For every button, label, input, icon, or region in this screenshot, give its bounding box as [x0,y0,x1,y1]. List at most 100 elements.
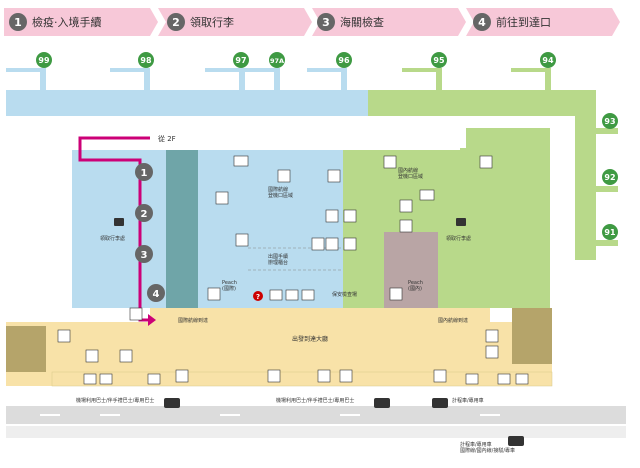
svg-text:3: 3 [141,250,148,261]
svg-text:97A: 97A [270,57,284,65]
taxi-icon [508,436,524,446]
taxi-icon [432,398,448,408]
escalator-icon [267,369,281,383]
svg-text:2: 2 [141,209,148,220]
gate-badge-97: 97 [233,52,249,68]
restroom-icon [57,329,71,343]
dom-concourse [368,90,596,260]
escalator-icon [277,169,291,183]
step-3-label: 海關檢查 [340,15,384,29]
arrival-lobby-label: 出發到達大廳 [292,335,328,343]
svg-text:92: 92 [604,173,615,182]
svg-text:97: 97 [235,56,246,65]
outer-building-right [512,308,552,364]
dom-gate-area-label: 國內航線登機口區域 [398,167,423,180]
wheelchair-icon [99,373,113,385]
elevator-icon [285,289,299,301]
baggage-claim-right-label: 領取行李處 [446,235,471,242]
smoking-icon [465,373,479,385]
dom-area [343,128,550,308]
svg-text:?: ? [256,293,260,301]
gate-badge-97a: 97A [269,52,285,68]
intl-gate-area-label: 國際航線登機口區域 [268,186,293,199]
customs-area [166,150,198,308]
step-3-number: 3 [322,16,330,29]
elevator-icon [399,219,413,233]
peach-dom-label: Peach(國內) [408,280,423,292]
restroom-icon [325,209,339,223]
restroom-icon [85,349,99,363]
escalator-icon [175,369,189,383]
restroom-icon [311,237,325,251]
outer-building-left [6,326,46,372]
bus-stop-left-label: 機場利用巴士/伴手禮巴士/專用巴士 [76,397,154,404]
gate-badge-98: 98 [138,52,154,68]
step-2-label: 領取行李 [190,15,234,29]
elevator-icon [399,199,413,213]
svg-text:1: 1 [141,168,148,179]
restroom-icon [343,209,357,223]
svg-text:99: 99 [38,56,50,65]
route-step-4 [147,284,165,302]
svg-text:93: 93 [604,117,615,126]
step-3-banner: 3 海關檢查 [312,8,466,36]
dom-arrival-gate-label: 國內航線到達 [438,317,468,324]
gate-badge-99: 99 [36,52,52,68]
bus-icon [164,398,180,408]
step-4-number: 4 [478,16,486,29]
restroom-icon [497,373,511,385]
svg-text:96: 96 [338,56,350,65]
baggage-claim-left-label: 領取行李處 [100,235,125,242]
svg-text:95: 95 [433,56,445,65]
step-4-label: 前往到達口 [496,15,551,29]
step-2-banner: 2 領取行李 [158,8,312,36]
svg-text:94: 94 [542,56,554,65]
gate-badge-94: 94 [540,52,556,68]
elevator-icon [215,191,229,205]
step-1-banner: 1 檢疫‧入境手續 [4,8,158,36]
security-check-label: 保安檢查場 [332,291,357,298]
step-1-circle [9,13,27,31]
step-4-banner: 4 前往到達口 [466,8,620,36]
elevator-icon [129,307,143,321]
gate-badge-91: 91 [602,224,618,240]
elevator-icon [147,373,161,385]
step-1-number: 1 [14,16,22,29]
intl-gate-area [198,150,343,308]
peach-intl-label: Peach(國際) [222,280,237,292]
elevator-icon [301,289,315,301]
road [6,406,626,424]
restroom-icon [339,369,353,383]
gate-badge-95: 95 [431,52,447,68]
smoking-icon [233,155,249,167]
svg-text:91: 91 [604,228,616,237]
escalator-icon [207,287,221,301]
from-2f-label: 從 2F [158,134,176,143]
route-step-3 [135,245,153,263]
restroom-icon [83,373,97,385]
bus-icon [374,398,390,408]
wheelchair-icon [325,237,339,251]
elevator-icon [269,289,283,301]
gate-badge-96: 96 [336,52,352,68]
svg-text:98: 98 [140,56,152,65]
intl-concourse [6,90,368,116]
route-step-1 [135,163,153,181]
restroom-icon [317,369,331,383]
baggage-icon [114,218,124,226]
route-step-2 [135,204,153,222]
elevator-icon [235,233,249,247]
restroom-icon [485,345,499,359]
info-icon [253,291,263,301]
step-2-number: 2 [172,16,180,29]
intl-arrival-gate-label: 國際航線到達 [178,317,208,324]
gate-badge-93: 93 [602,113,618,129]
escalator-icon [383,155,397,169]
elevator-icon [119,349,133,363]
bus-stop-center-label: 機場利用巴士/伴手禮巴士/專用巴士 [276,397,354,404]
departure-counter-label: 出國手續辦理櫃台 [268,253,288,266]
taxi-note-label: 計程車/專用車國際線/國內線/接駁/專車 [460,441,515,454]
elevator-icon [327,169,341,183]
